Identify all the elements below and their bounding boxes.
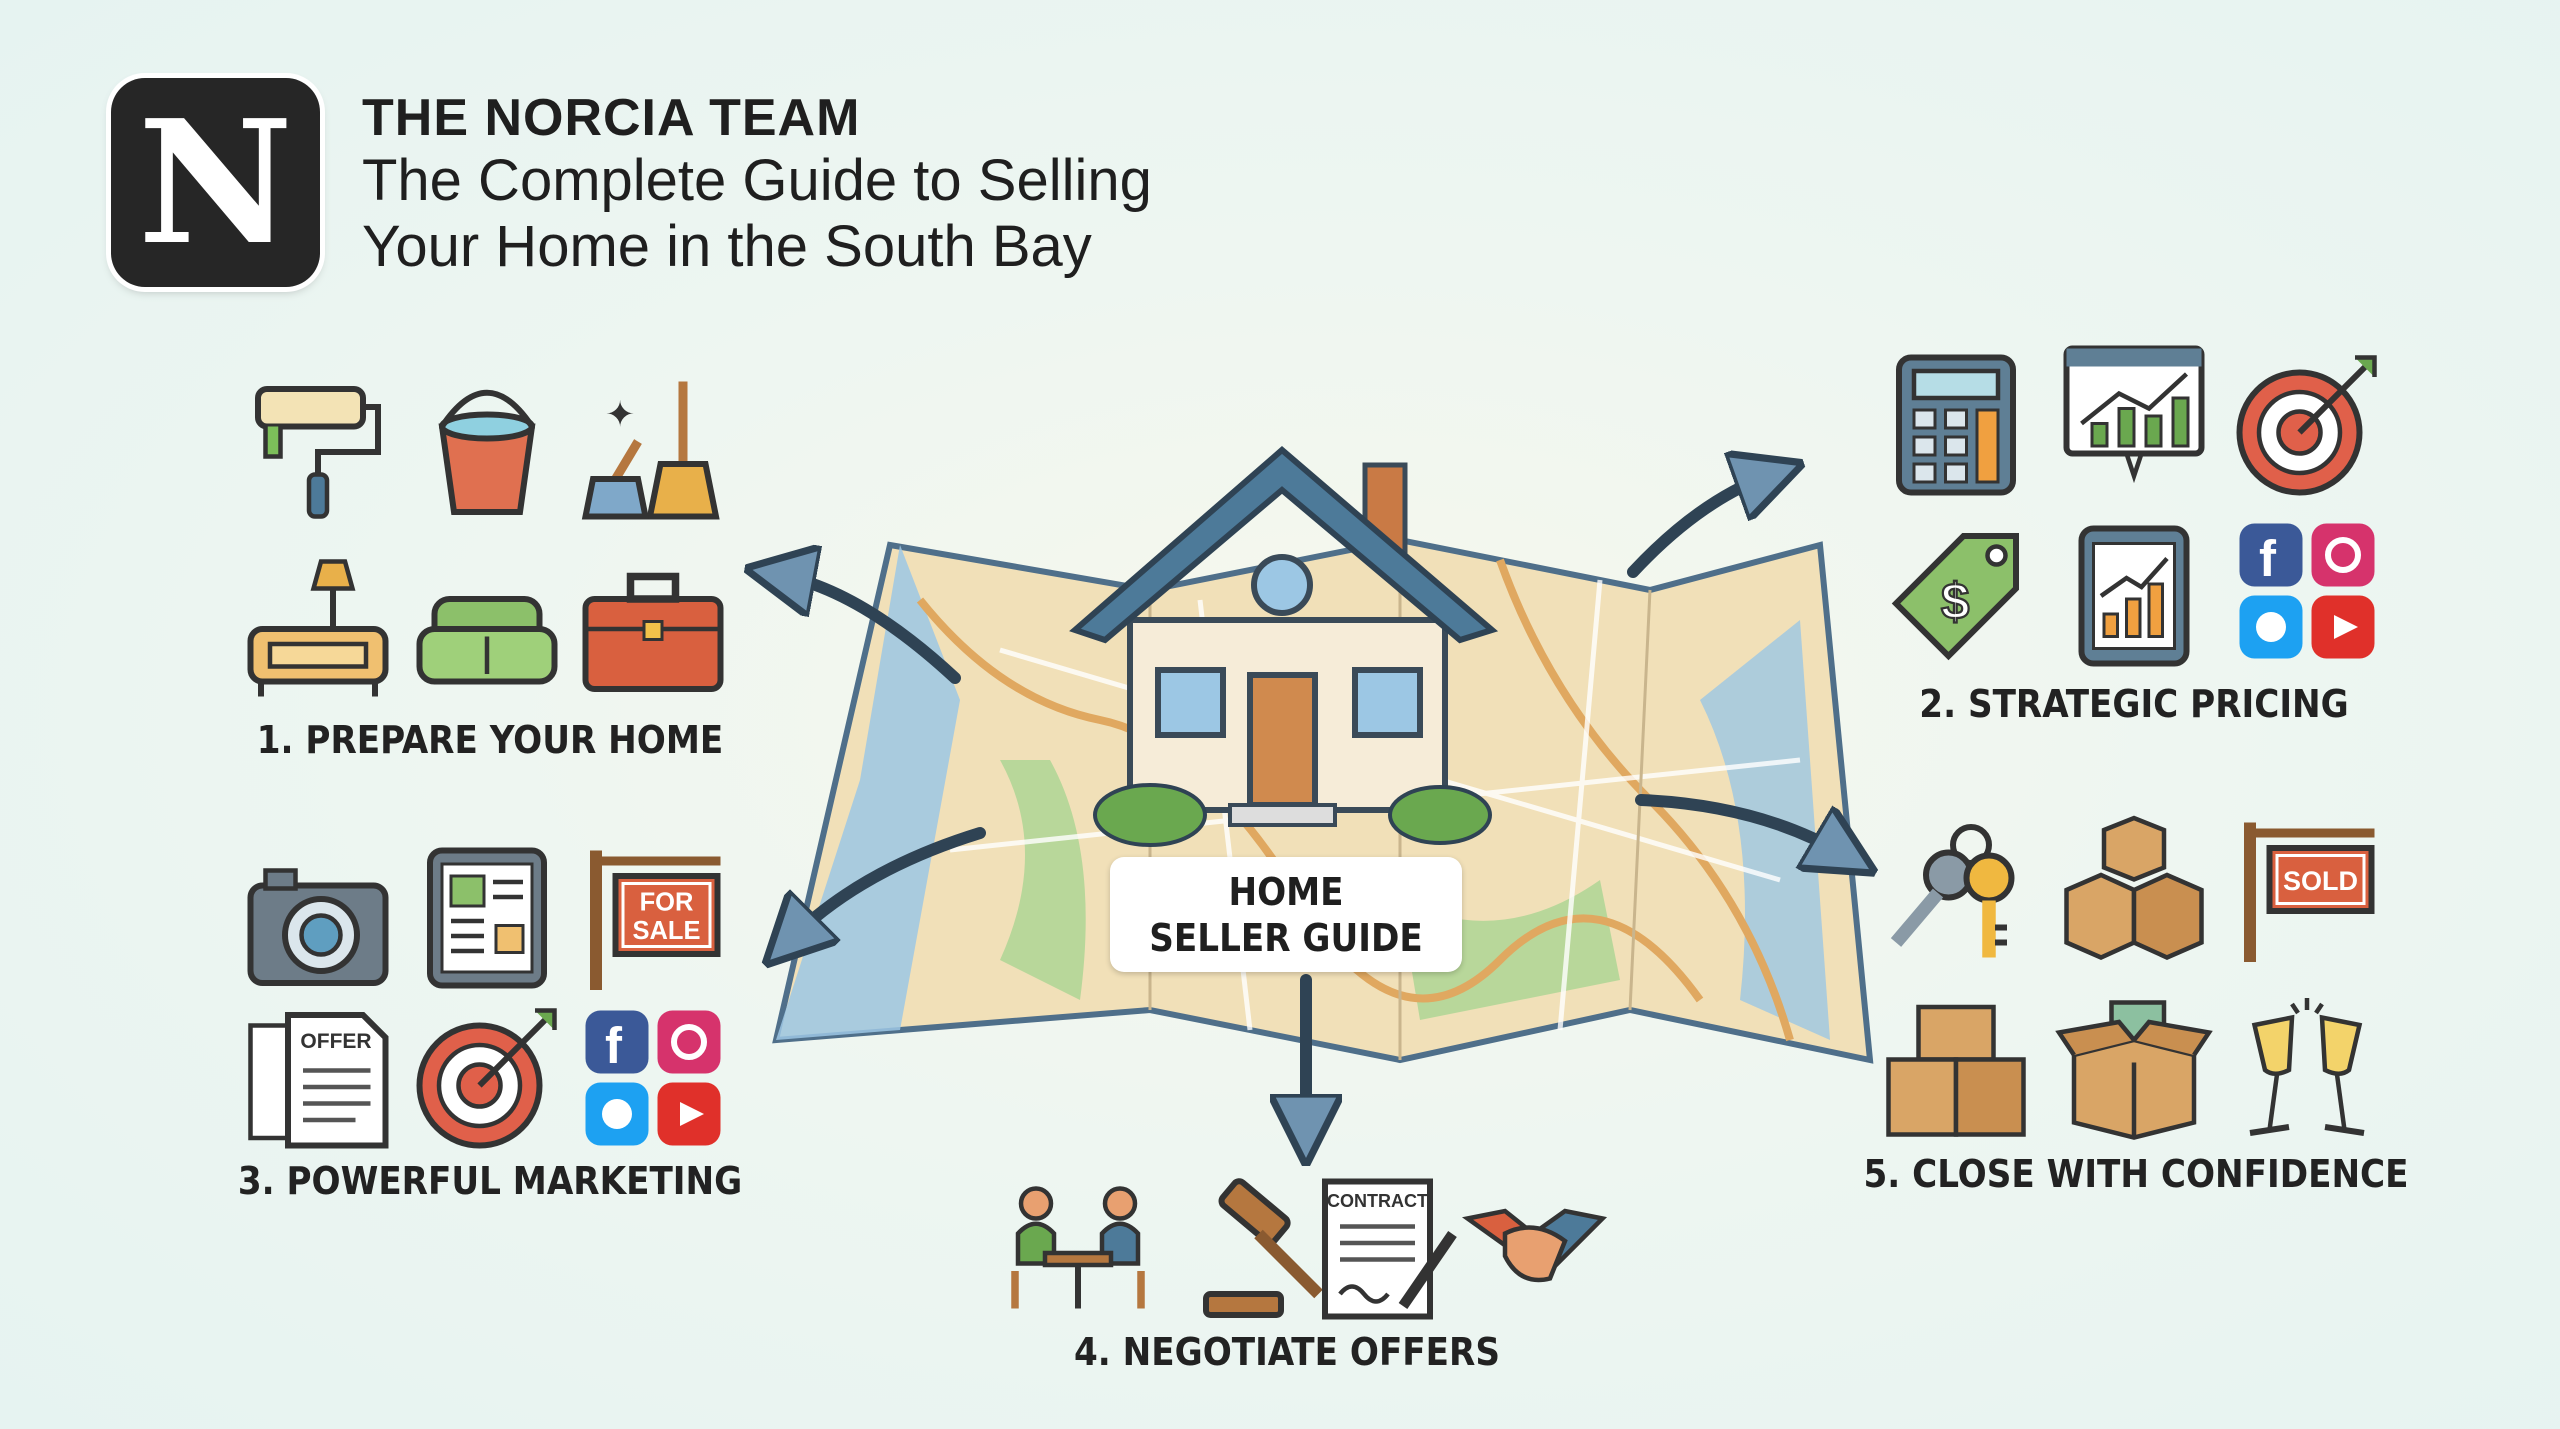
tablet-listing-icon <box>412 843 562 993</box>
chart-board-icon <box>2059 341 2209 491</box>
svg-text:$: $ <box>1941 573 1969 630</box>
broom-sparkles-icon: ✦ <box>578 374 728 524</box>
handshake-icon <box>1460 1166 1610 1316</box>
team-logo: N <box>111 78 320 287</box>
title-line-1: The Complete Guide to Selling <box>362 148 1152 213</box>
paint-roller-icon <box>243 374 393 524</box>
house-illustration <box>1069 446 1499 847</box>
svg-text:FOR: FOR <box>640 889 694 917</box>
social-media-icon: f <box>578 1003 728 1153</box>
logo-letter: N <box>137 82 294 283</box>
sold-sign-icon: SOLD <box>2232 815 2382 965</box>
svg-text:CONTRACT: CONTRACT <box>1327 1191 1428 1211</box>
keys-icon <box>1881 815 2031 965</box>
svg-text:SOLD: SOLD <box>2283 866 2358 896</box>
center-label: HOME SELLER GUIDE <box>1110 857 1462 972</box>
section-label-negotiate: 4. NEGOTIATE OFFERS <box>1074 1330 1500 1374</box>
toolbox-icon <box>578 554 728 704</box>
moving-box-icon <box>1881 995 2031 1145</box>
arrow-to-pricing <box>1627 475 1770 578</box>
section-label-prepare: 1. PREPARE YOUR HOME <box>256 718 724 762</box>
svg-text:f: f <box>2259 530 2277 587</box>
tablet-chart-icon <box>2059 521 2209 671</box>
social-media-icon: f <box>2232 516 2382 666</box>
camera-icon <box>243 848 393 998</box>
paint-bucket-icon <box>412 374 562 524</box>
svg-text:SALE: SALE <box>632 917 700 945</box>
brand-name: THE NORCIA TEAM <box>362 89 861 147</box>
svg-text:f: f <box>605 1017 623 1074</box>
section-label-marketing: 3. POWERFUL MARKETING <box>237 1159 743 1203</box>
price-tag-icon: $ <box>1881 521 2031 671</box>
contract-icon: CONTRACT <box>1310 1174 1460 1324</box>
svg-text:✦: ✦ <box>605 394 635 435</box>
svg-text:OFFER: OFFER <box>300 1030 371 1053</box>
section-label-pricing: 2. STRATEGIC PRICING <box>1919 682 2349 726</box>
open-box-icon <box>2055 995 2213 1145</box>
sofa-icon <box>412 554 562 704</box>
champagne-icon <box>2232 995 2382 1145</box>
arrow-to-closing <box>1635 794 1845 855</box>
meeting-icon <box>1003 1166 1153 1316</box>
arrow-to-prepare <box>780 575 961 684</box>
page-title: The Complete Guide to Selling Your Home … <box>362 148 1262 280</box>
boxes-icon <box>2059 815 2209 965</box>
center-label-line-2: SELLER GUIDE <box>1149 915 1423 960</box>
gavel-icon <box>1191 1174 1341 1324</box>
section-label-close: 5. CLOSE WITH CONFIDENCE <box>1863 1152 2409 1196</box>
calculator-icon <box>1881 350 2031 500</box>
lamp-sofa-icon <box>243 554 393 704</box>
arrow-to-marketing <box>790 827 986 940</box>
target-icon <box>2232 350 2382 500</box>
center-label-line-1: HOME <box>1228 869 1344 914</box>
offer-documents-icon: OFFER <box>243 1003 393 1153</box>
title-line-2: Your Home in the South Bay <box>362 214 1092 279</box>
target-icon <box>412 1003 562 1153</box>
